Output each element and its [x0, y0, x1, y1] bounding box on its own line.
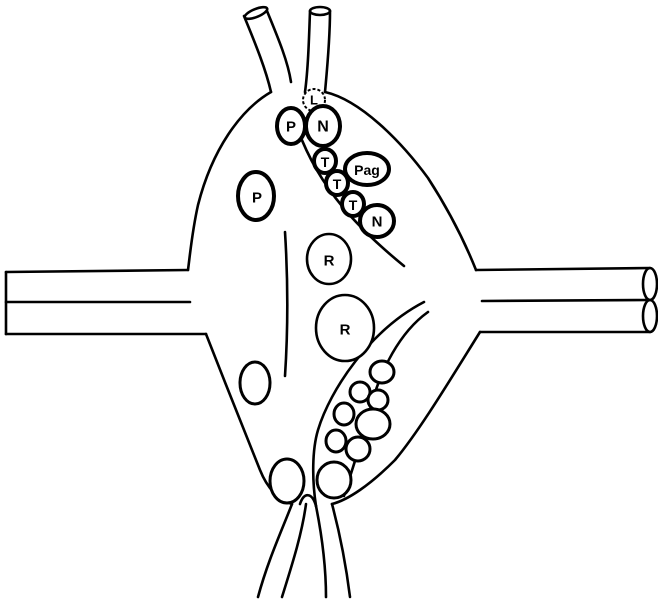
cell-cluster-6 [326, 430, 346, 452]
cell-label-p-upper: P [286, 119, 296, 136]
cell-pag: Pag [345, 153, 389, 185]
top-left-vessel [243, 5, 291, 92]
cell-p-left: P [238, 172, 274, 220]
top-right-vessel [305, 7, 330, 92]
cell-label-n-lower: N [372, 214, 383, 231]
cell-p-upper: P [277, 108, 305, 144]
cell-r-lower: R [316, 295, 374, 361]
cell-label-t2: T [333, 176, 342, 192]
cell-cluster-3 [368, 390, 388, 410]
left-vessel [6, 270, 206, 334]
cell-cluster-4 [334, 403, 354, 425]
cell-label-n-upper: N [317, 119, 329, 136]
cell-n-lower: N [360, 205, 394, 237]
cell-t2: T [326, 171, 348, 195]
right-vessel [476, 268, 657, 332]
cell-label-t3: T [349, 197, 358, 213]
cell-label-pag: Pag [354, 162, 380, 178]
cell-cluster-1 [370, 361, 394, 383]
cell-n-upper: N [306, 106, 340, 146]
cell-label-r-lower: R [340, 322, 351, 339]
cell-unlabeled-bottom-left [270, 459, 304, 503]
cell-unlabeled-left [240, 362, 270, 404]
cell-label-p-left: P [252, 190, 262, 207]
cell-cluster-8 [317, 462, 351, 498]
cell-r-upper: R [307, 234, 351, 284]
bottom-vessels [258, 495, 350, 597]
cell-t1: T [314, 149, 336, 173]
cell-cluster-5 [356, 409, 390, 439]
cell-label-t1: T [321, 154, 330, 170]
cell-label-r-upper: R [324, 253, 335, 270]
cell-cluster-7 [346, 437, 370, 461]
